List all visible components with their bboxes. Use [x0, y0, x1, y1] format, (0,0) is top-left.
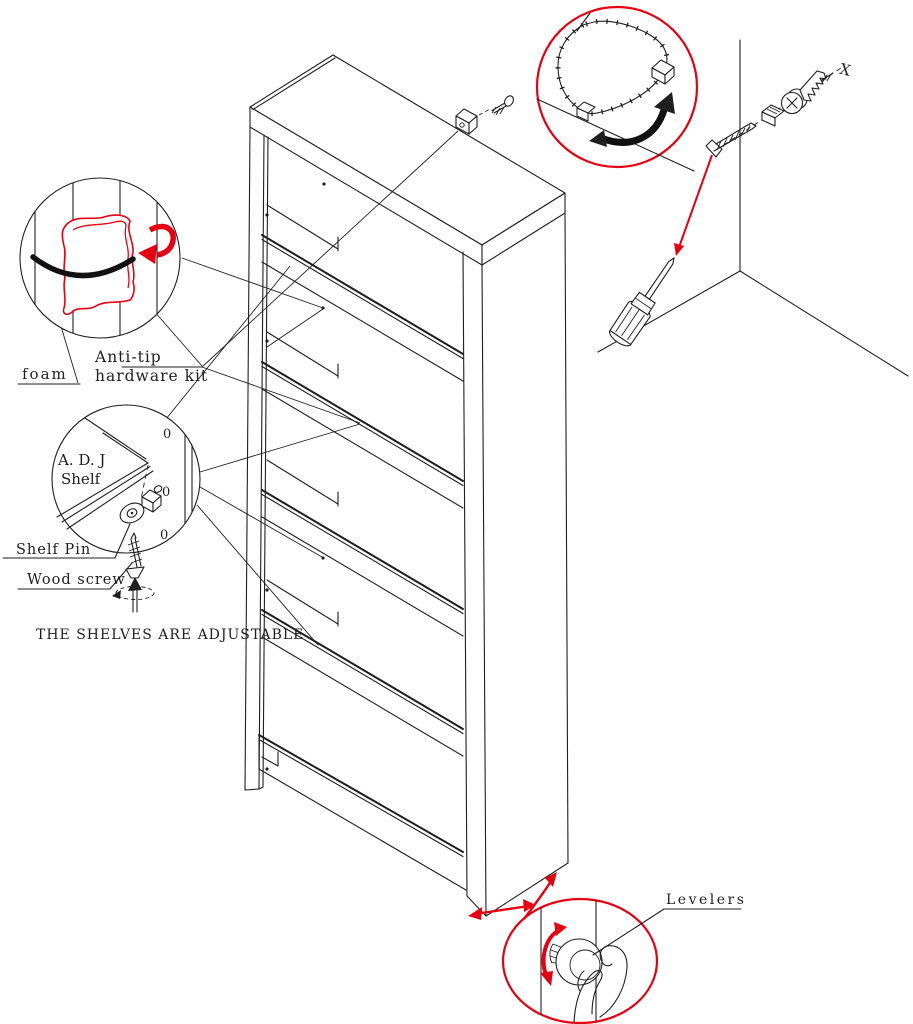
anti-tip-detail-circle [19, 177, 181, 339]
wood-screw-part [125, 532, 145, 579]
pin-hole-marker: 0 [160, 528, 168, 543]
bookcase-top-panel [249, 54, 566, 266]
strap-detail-circle [535, 5, 699, 172]
shelf-pin-holes [265, 182, 326, 771]
wall-anchor [799, 70, 834, 102]
anti-tip-label-line1: Anti-tip [94, 348, 162, 366]
adjustable-shelf-detail-circle: 0 0 0 A. D. J Shelf [51, 404, 201, 554]
screwdriver-pointer [674, 154, 713, 256]
anti-tip-strap [30, 254, 136, 279]
leveler-detail-circle [501, 897, 659, 1024]
wood-screw-label: Wood screw [27, 572, 126, 588]
shelves-adjustable-note: THE SHELVES ARE ADJUSTABLE [36, 627, 304, 643]
anti-tip-bracket-on-top [455, 95, 514, 135]
wall-clip [761, 104, 785, 127]
tighten-arrow-icon [589, 92, 675, 147]
rotate-arrow-icon [138, 223, 176, 264]
strap-clip-right [651, 59, 675, 85]
knob-rotate-arrow-icon [540, 922, 567, 986]
strap-clip-left [576, 101, 596, 122]
shelf-pin-part [119, 485, 163, 524]
shelf-pin-label: Shelf Pin [16, 542, 91, 558]
anti-tip-label-line2: hardware kit [95, 367, 208, 385]
adj-shelf-label-line2: Shelf [61, 470, 102, 488]
screw-direction-arrow [112, 577, 155, 613]
foam-label: foam [22, 365, 68, 383]
leader-lines [56, 130, 459, 646]
bookcase-left-stile [244, 126, 279, 791]
levelers-label: Levelers [666, 892, 746, 908]
pin-hole-marker: 0 [162, 485, 170, 500]
leveler-knob [549, 938, 603, 986]
wall-axis-label: X [838, 60, 853, 80]
bookcase-right-panel [462, 212, 569, 917]
bookcase-shelves [258, 204, 467, 891]
pin-hole-marker: 0 [163, 427, 171, 442]
screwdriver [609, 257, 675, 347]
wall-fastener-set: X [705, 60, 853, 158]
anti-tip-cable [555, 12, 670, 117]
wall-screw [705, 122, 757, 158]
adj-shelf-label-line1: A. D. J [57, 451, 105, 469]
bookcase [244, 54, 569, 917]
